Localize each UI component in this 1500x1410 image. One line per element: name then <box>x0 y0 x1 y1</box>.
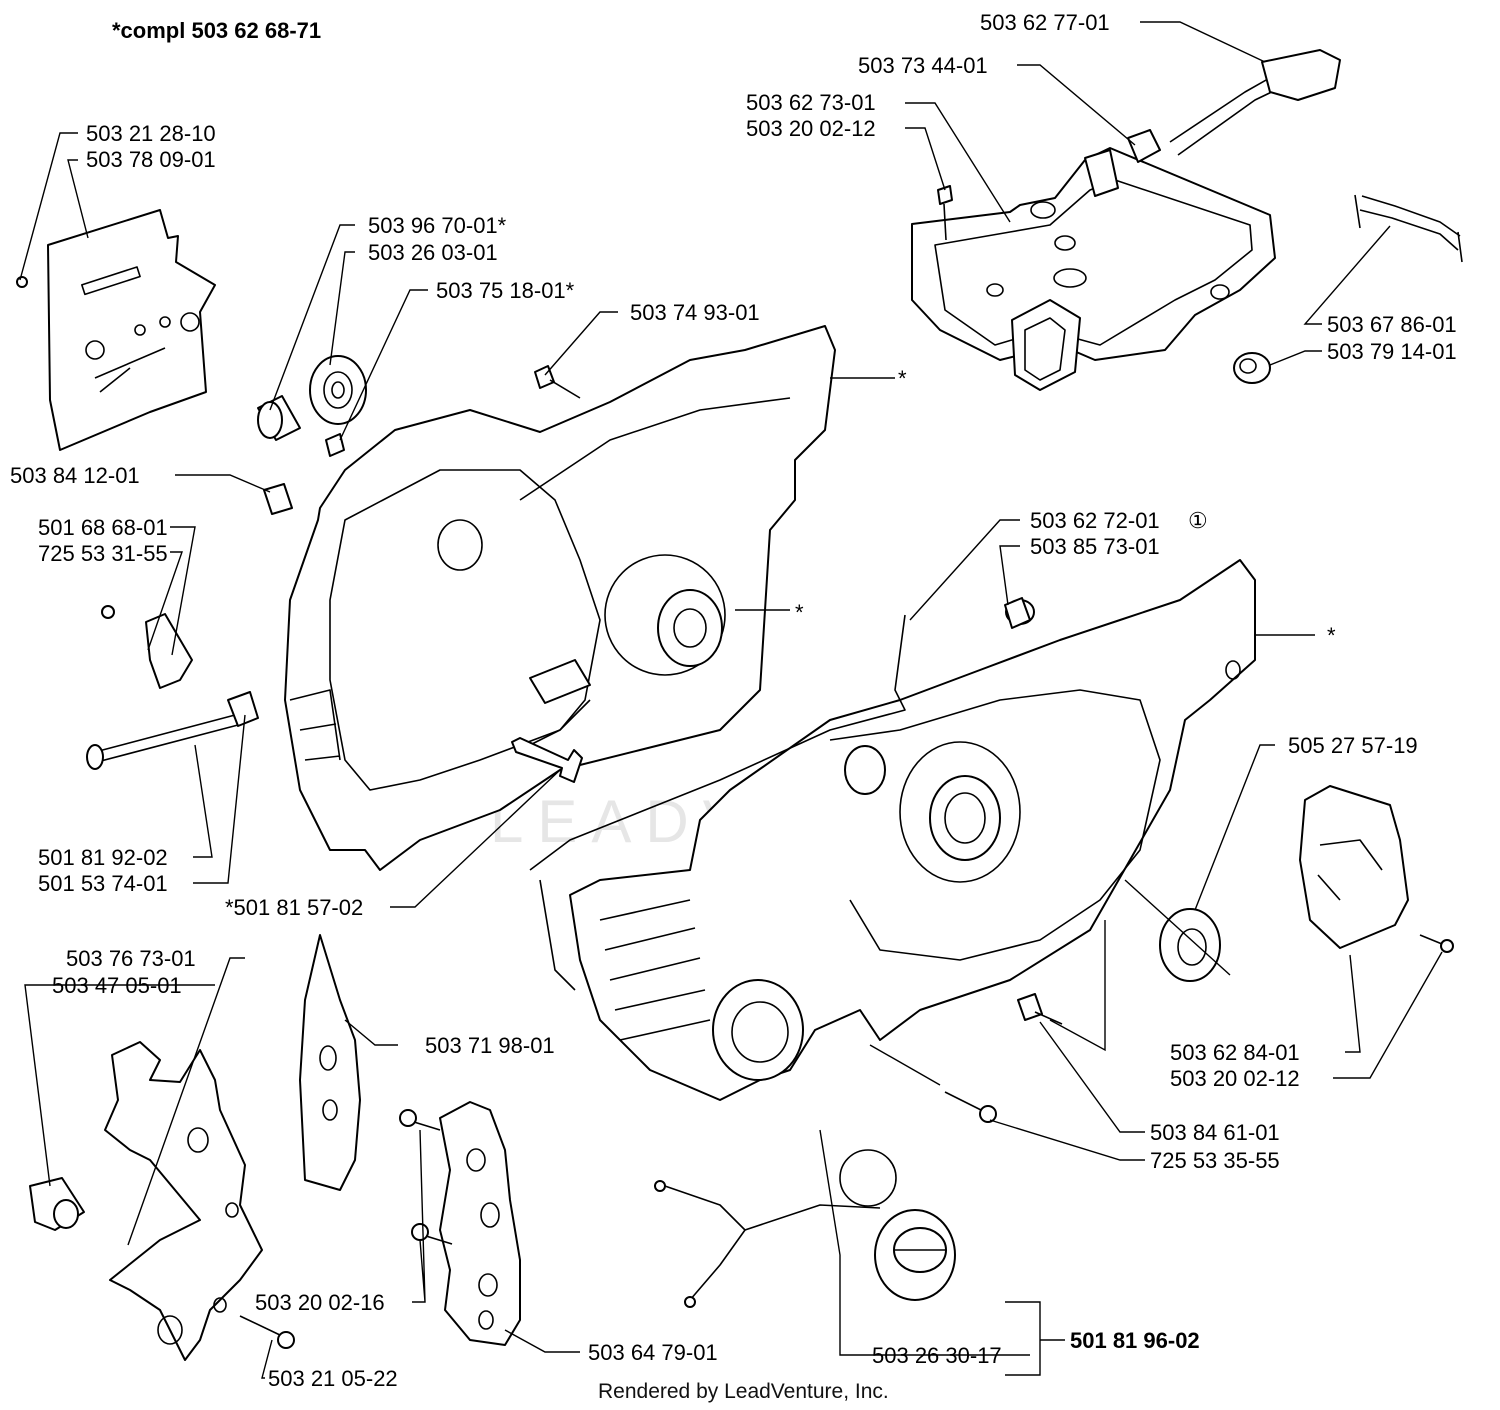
screw-part <box>534 365 581 399</box>
crankcase-right-part <box>569 559 1256 1101</box>
label-503-85-73-01: 503 85 73-01 <box>1030 534 1160 559</box>
label-503-84-61-01: 503 84 61-01 <box>1150 1120 1280 1145</box>
seal-part <box>1159 908 1221 982</box>
label-503-79-14-01: 503 79 14-01 <box>1327 339 1457 364</box>
label-503-74-93-01: 503 74 93-01 <box>630 300 760 325</box>
cylinder-cover-part <box>911 147 1276 391</box>
label-503-62-73-01: 503 62 73-01 <box>746 90 876 115</box>
screw-bottom-part <box>944 1091 997 1123</box>
label-505-27-57-19: 505 27 57-19 <box>1288 733 1418 758</box>
label-501-81-57-02: *501 81 57-02 <box>225 895 363 920</box>
chain-guard-plate-part <box>16 209 216 451</box>
bearing-cover-part <box>1299 785 1454 953</box>
label-501-81-96-02: 501 81 96-02 <box>1070 1328 1200 1353</box>
label-503-64-79-01: 503 64 79-01 <box>588 1340 718 1365</box>
label-503-21-28-10: 503 21 28-10 <box>86 121 216 146</box>
label-503-20-02-12-top: 503 20 02-12 <box>746 116 876 141</box>
label-725-53-31-55: 725 53 31-55 <box>38 541 168 566</box>
bracket-part <box>101 605 193 689</box>
label-503-26-03-01: 503 26 03-01 <box>368 240 498 265</box>
screw-16-part <box>399 1109 453 1245</box>
plate-503-64-79-part <box>439 1101 521 1346</box>
star-marker-1: * <box>898 366 907 391</box>
tube-part <box>1354 194 1463 263</box>
label-503-67-86-01: 503 67 86-01 <box>1327 312 1457 337</box>
circled-note-marker: ① <box>1188 508 1208 533</box>
label-503-26-30-17: 503 26 30-17 <box>872 1343 1002 1368</box>
label-503-76-73-01: 503 76 73-01 <box>66 946 196 971</box>
adjust-screw-part <box>86 691 259 770</box>
label-503-71-98-01: 503 71 98-01 <box>425 1033 555 1058</box>
bushing-part <box>257 395 301 441</box>
leader-lines <box>19 21 1443 1379</box>
label-503-62-77-01: 503 62 77-01 <box>980 10 1110 35</box>
label-503-20-02-12-right: 503 20 02-12 <box>1170 1066 1300 1091</box>
label-501-53-74-01: 501 53 74-01 <box>38 871 168 896</box>
label-725-53-35-55: 725 53 35-55 <box>1150 1148 1280 1173</box>
label-503-75-18-01: 503 75 18-01* <box>436 278 575 303</box>
footer-credit: Rendered by LeadVenture, Inc. <box>598 1380 889 1403</box>
label-503-21-05-22: 503 21 05-22 <box>268 1366 398 1391</box>
label-501-68-68-01: 501 68 68-01 <box>38 515 168 540</box>
compl-note: *compl 503 62 68-71 <box>112 18 321 43</box>
label-503-73-44-01: 503 73 44-01 <box>858 53 988 78</box>
star-marker-2: * <box>795 600 804 625</box>
pin-part <box>263 483 293 515</box>
spike-bolt-part <box>511 737 583 783</box>
star-marker-3: * <box>1327 623 1336 648</box>
label-501-81-92-02: 501 81 92-02 <box>38 845 168 870</box>
label-503-47-05-01: 503 47 05-01 <box>52 973 182 998</box>
valve-part <box>1017 993 1063 1025</box>
label-503-84-12-01: 503 84 12-01 <box>10 463 140 488</box>
label-503-96-70-01: 503 96 70-01* <box>368 213 507 238</box>
tank-cap-part <box>654 1149 956 1308</box>
label-503-62-84-01: 503 62 84-01 <box>1170 1040 1300 1065</box>
bearing-part <box>309 355 367 425</box>
screw-top-part <box>937 185 953 241</box>
screw-22-part <box>239 1315 295 1349</box>
gasket-part <box>529 614 906 991</box>
label-503-62-72-01: 503 62 72-01 <box>1030 508 1160 533</box>
label-503-78-09-01: 503 78 09-01 <box>86 147 216 172</box>
plate-503-71-98-part <box>299 934 361 1191</box>
label-503-20-02-16: 503 20 02-16 <box>255 1290 385 1315</box>
plate-503-76-73-part <box>104 1041 263 1361</box>
small-bushing-part <box>1004 597 1031 629</box>
av-element-part <box>29 1177 85 1231</box>
wire-part <box>1127 49 1341 163</box>
grommet-part <box>1233 352 1271 384</box>
